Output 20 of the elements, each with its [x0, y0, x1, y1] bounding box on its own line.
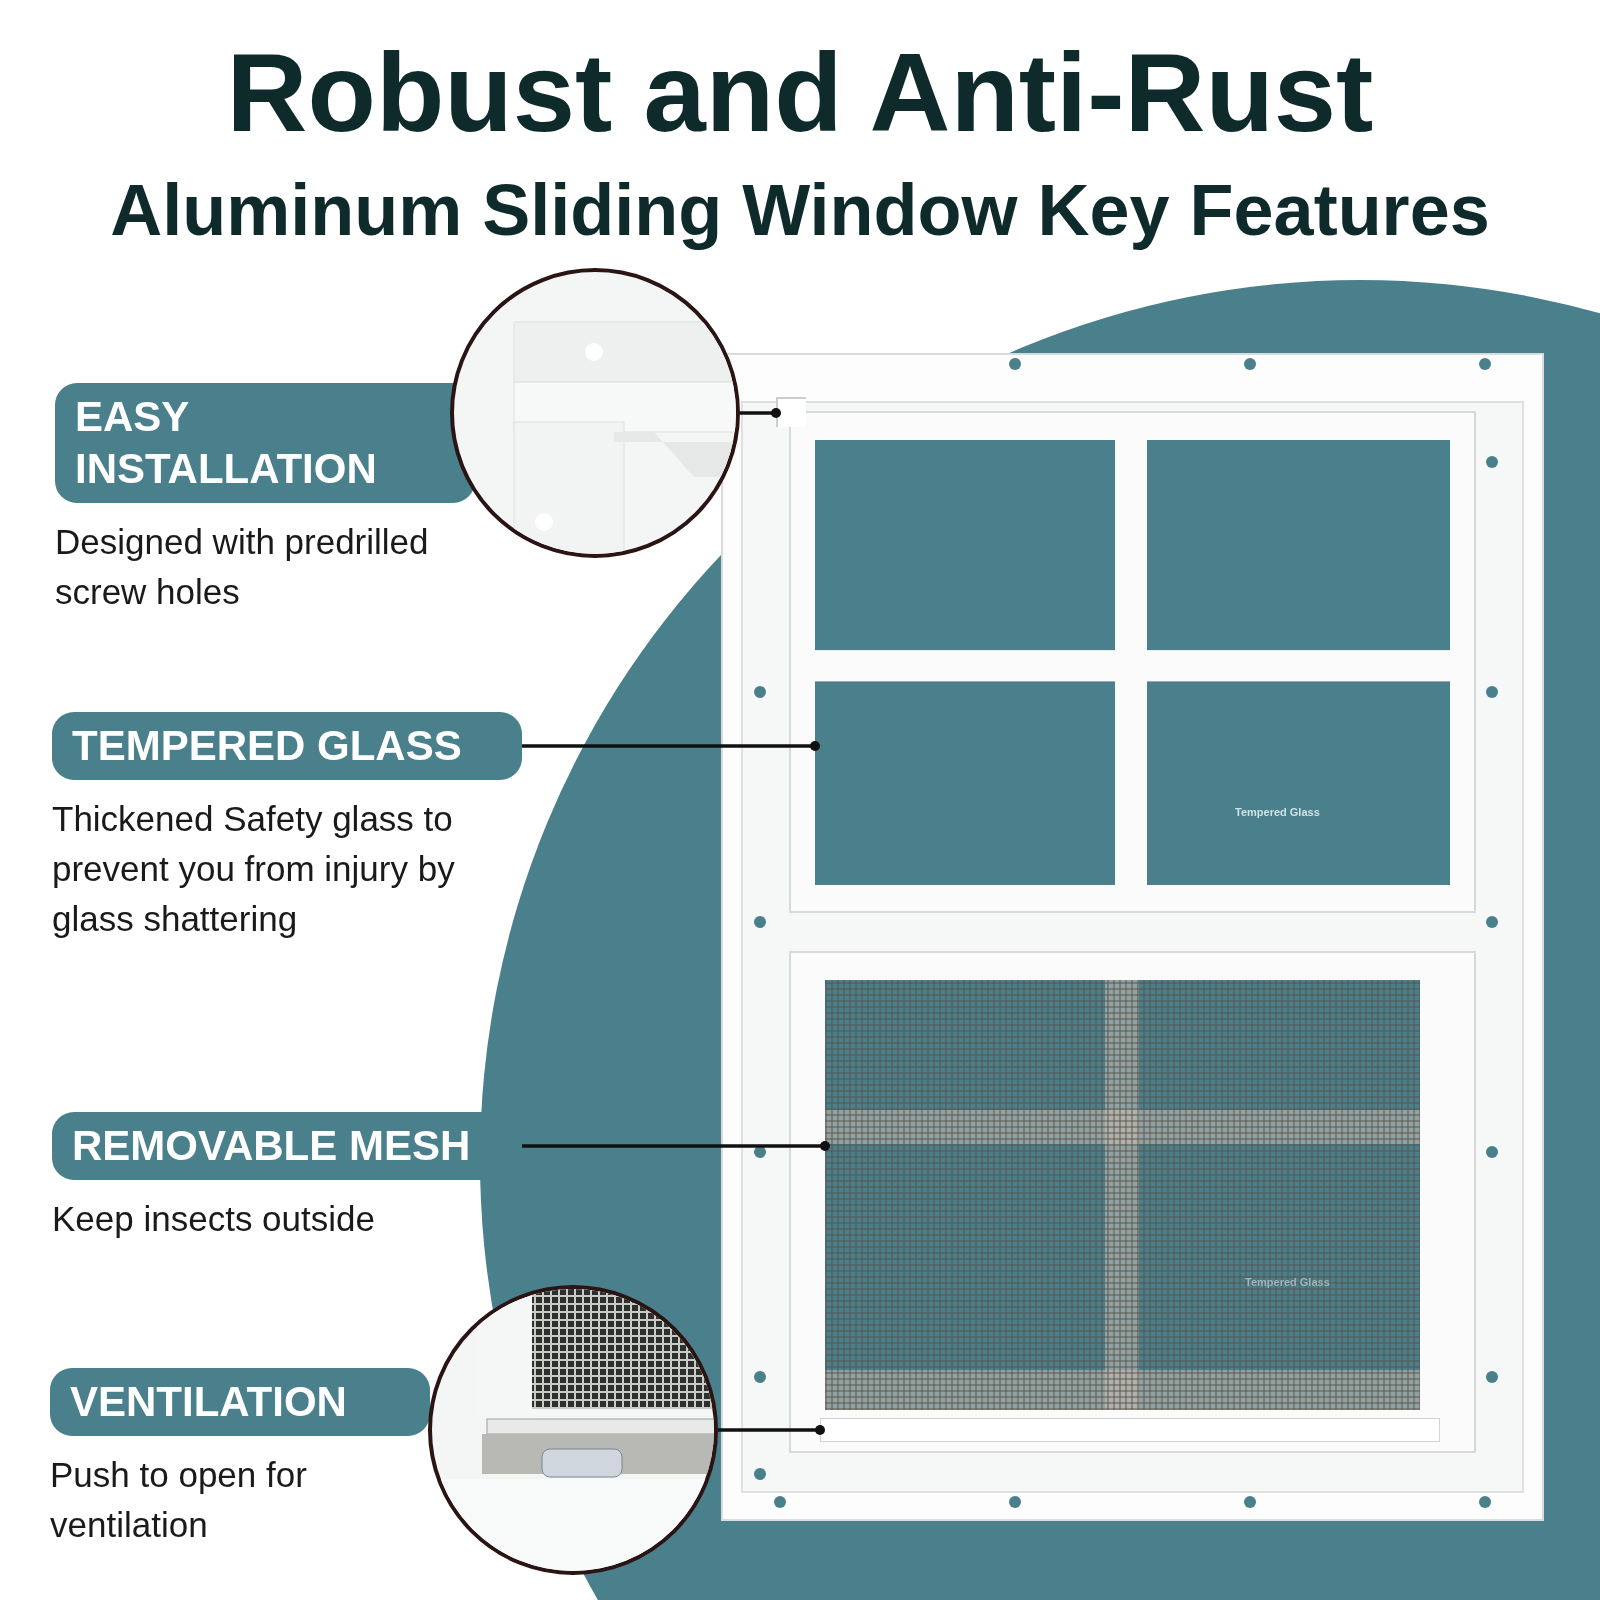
- feature-description: Designed with predrilled screw holes: [55, 521, 430, 613]
- glass-marking: Tempered Glass: [1245, 1276, 1330, 1288]
- glass-marking: Tempered Glass: [1235, 806, 1320, 818]
- mesh-screen: [825, 980, 1420, 1410]
- subtitle: Aluminum Sliding Window Key Features: [109, 169, 1491, 252]
- window-drawing: [720, 352, 1545, 1522]
- leader-line: [740, 408, 781, 418]
- frame-corner: [776, 397, 806, 427]
- title: Robust and Anti-Rust: [225, 29, 1375, 157]
- feature-description: Push to open for ventilation: [50, 1454, 308, 1546]
- leader-line: [522, 1141, 830, 1151]
- glass-pane: [815, 440, 1450, 885]
- feature-heading: TEMPERED GLASS: [52, 712, 522, 780]
- feature-description: Thickened Safety glass to prevent you from injury by glass shattering: [52, 798, 456, 940]
- feature-heading: VENTILATION: [50, 1368, 430, 1436]
- leader-line: [718, 1425, 825, 1435]
- feature-description: Keep insects outside: [52, 1198, 376, 1240]
- leader-line: [522, 741, 820, 751]
- feature-heading: EASY INSTALLATION: [55, 383, 475, 503]
- bottom-rail: [820, 1418, 1440, 1442]
